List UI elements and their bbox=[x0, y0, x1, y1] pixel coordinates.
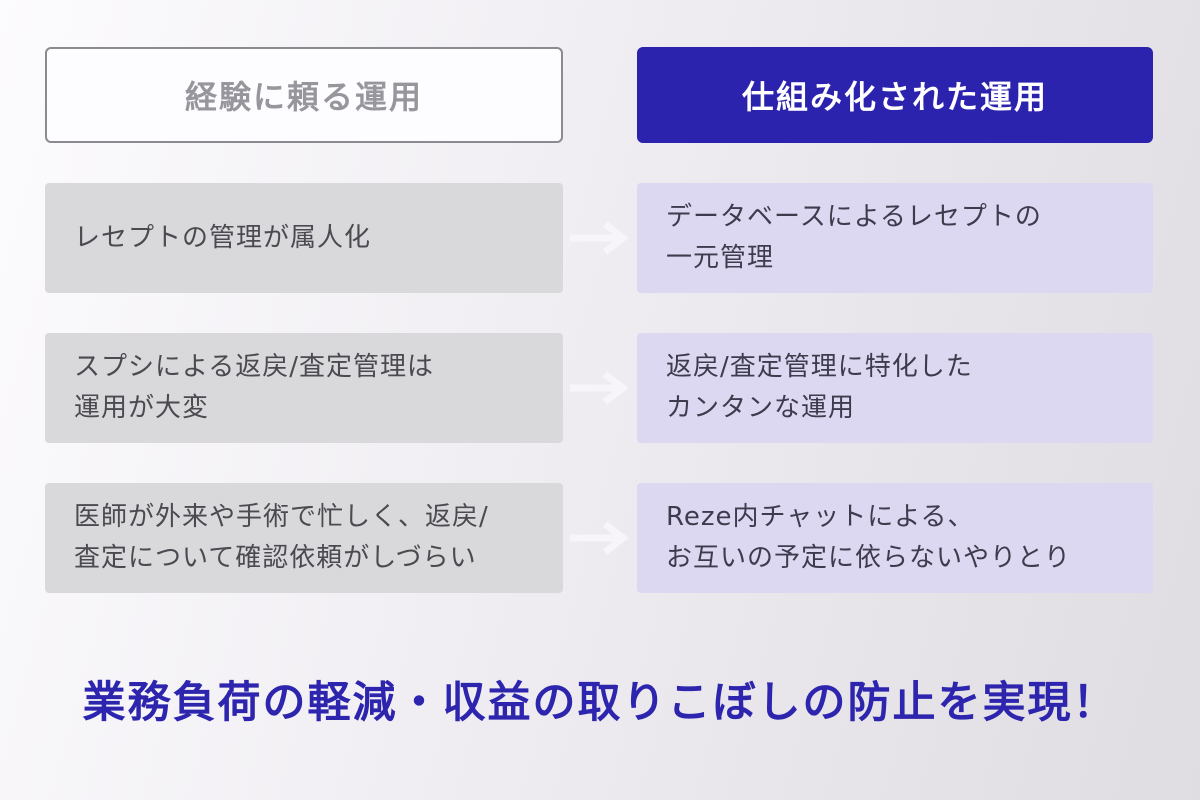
arrow-right-icon bbox=[567, 219, 633, 257]
headline-benefit-statement: 業務負荷の軽減・収益の取りこぼしの防止を実現！ bbox=[82, 678, 1118, 728]
problem-box-receipt-management: レセプトの管理が属人化 bbox=[45, 183, 563, 293]
problem-box-spreadsheet-operation: スプシによる返戻/査定管理は 運用が大変 bbox=[45, 333, 563, 443]
arrow-right-icon bbox=[567, 369, 633, 407]
column-header-systemized-operation: 仕組み化された運用 bbox=[637, 47, 1153, 143]
solution-box-specialized-operation: 返戻/査定管理に特化した カンタンな運用 bbox=[637, 333, 1153, 443]
problem-box-doctor-busy: 医師が外来や手術で忙しく、返戻/ 査定について確認依頼がしづらい bbox=[45, 483, 563, 593]
solution-box-reze-chat: Reze内チャットによる、 お互いの予定に依らないやりとり bbox=[637, 483, 1153, 593]
column-header-manual-operation: 経験に頼る運用 bbox=[45, 47, 563, 143]
arrow-right-icon bbox=[567, 519, 633, 557]
solution-box-database-management: データベースによるレセプトの 一元管理 bbox=[637, 183, 1153, 293]
